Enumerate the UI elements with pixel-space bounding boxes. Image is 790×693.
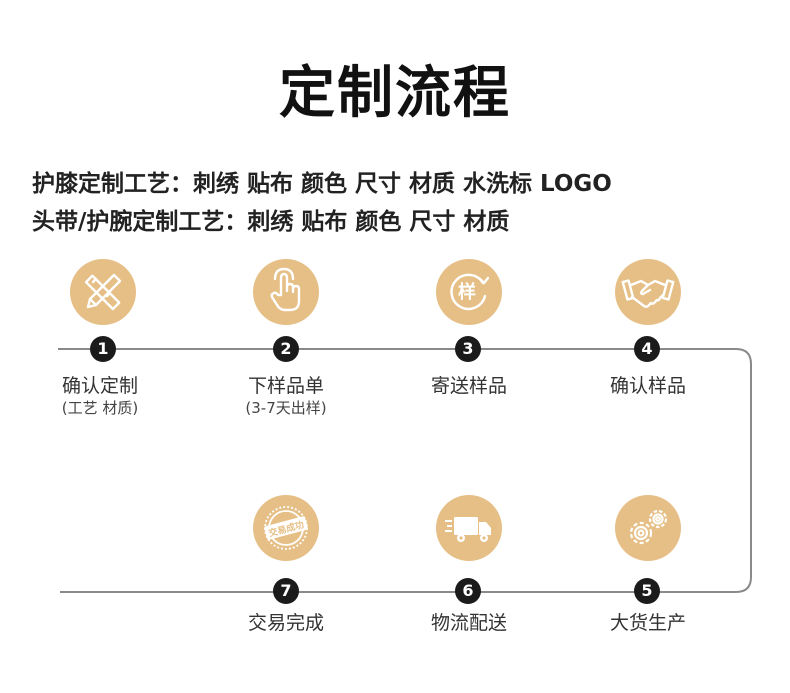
step-4-label: 确认样品 <box>609 375 686 397</box>
page-title: 定制流程 <box>279 61 511 126</box>
gears-icon <box>629 509 668 545</box>
step-3-icon-circle: 样 <box>436 259 502 325</box>
step-7-label: 交易完成 <box>247 612 324 634</box>
headband-wristband-craft-info: 头带/护腕定制工艺：刺绣 贴布 颜色 尺寸 材质 <box>32 209 510 235</box>
step-3-label: 寄送样品 <box>430 375 507 397</box>
delivery-truck-icon <box>445 517 491 542</box>
step-6-label: 物流配送 <box>430 612 507 634</box>
sample-badge-icon: 样 <box>450 273 490 311</box>
step-5-number-badge: 5 <box>634 578 660 604</box>
deal-stamp-icon: 交易成功 <box>264 506 308 550</box>
step-6-number-badge: 6 <box>455 578 481 604</box>
step-5-label: 大货生产 <box>609 612 686 634</box>
step-4-icon-circle <box>615 259 681 325</box>
step-4-number-badge: 4 <box>634 336 660 362</box>
step-2-label: 下样品单 <box>247 375 324 397</box>
step-2-number-badge: 2 <box>273 336 299 362</box>
step-2-sublabel: (3-7天出样) <box>245 399 327 417</box>
step-7-icon-circle: 交易成功 <box>253 495 319 561</box>
step-7-number-badge: 7 <box>273 578 299 604</box>
hand-pointer-icon <box>270 267 301 312</box>
step-5-icon-circle <box>615 495 681 561</box>
svg-text:样: 样 <box>458 281 476 303</box>
step-3-number-badge: 3 <box>455 336 481 362</box>
step-1-icon-circle <box>70 259 136 325</box>
step-1-sublabel: (工艺 材质) <box>61 399 139 417</box>
handshake-icon <box>621 279 675 308</box>
step-2-icon-circle <box>253 259 319 325</box>
step-6-icon-circle <box>436 495 502 561</box>
step-1-number-badge: 1 <box>90 336 116 362</box>
kneepad-craft-info: 护膝定制工艺：刺绣 贴布 颜色 尺寸 材质 水洗标 LOGO <box>32 171 612 197</box>
step-1-label: 确认定制 <box>61 375 138 397</box>
pencil-ruler-icon <box>84 273 122 311</box>
